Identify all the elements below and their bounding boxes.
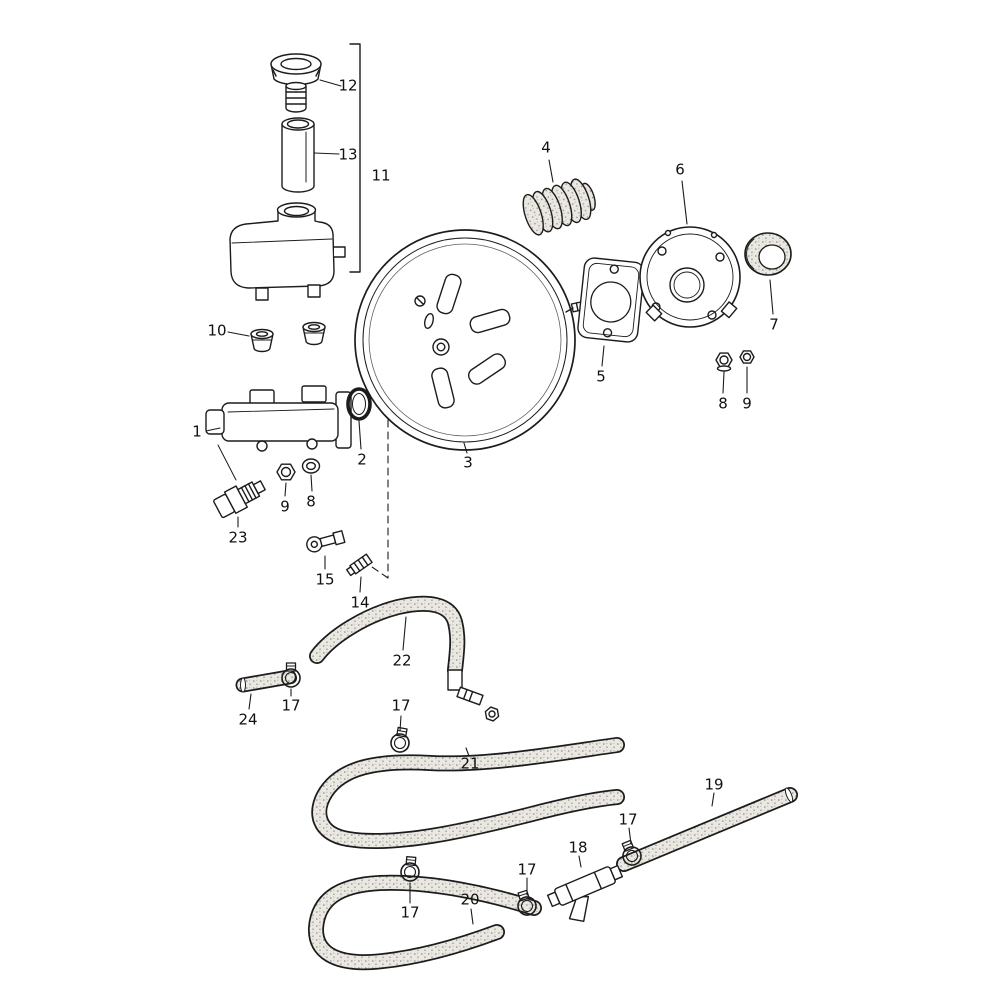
part-8-nut-right [715, 352, 733, 372]
part-14-fitting [346, 553, 373, 577]
part-label-14: 14 [350, 593, 370, 612]
part-label-13: 13 [338, 145, 358, 164]
part-label-2: 2 [357, 450, 367, 469]
part-label-17: 17 [391, 696, 411, 715]
part-7-bushing [744, 232, 792, 276]
part-13-strainer-insert [281, 117, 315, 193]
part-15-banjo-fitting [306, 530, 346, 553]
part-label-17: 17 [618, 810, 638, 829]
bracket-11 [349, 43, 361, 273]
part-10-grommets [250, 321, 326, 353]
part-label-20: 20 [460, 890, 480, 909]
part-20-hose [308, 874, 542, 971]
part-label-8: 8 [718, 394, 728, 413]
part-label-19: 19 [704, 775, 724, 794]
part-9-nut-right [739, 350, 755, 364]
part-label-9: 9 [280, 497, 290, 516]
part-12-reservoir-cap [270, 53, 322, 113]
part-2-o-ring [346, 387, 372, 421]
part-label-17: 17 [517, 860, 537, 879]
part-8-washer-left [301, 458, 321, 474]
part-label-9: 9 [742, 394, 752, 413]
part-label-3: 3 [463, 453, 473, 472]
part-3-brake-booster [354, 229, 602, 451]
part-label-17: 17 [400, 903, 420, 922]
part-label-8: 8 [306, 492, 316, 511]
part-label-5: 5 [596, 367, 606, 386]
part-label-24: 24 [238, 710, 258, 729]
part-label-6: 6 [675, 160, 685, 179]
part-label-12: 12 [338, 76, 358, 95]
part-9-nut-left [276, 463, 296, 481]
part-label-1: 1 [192, 422, 202, 441]
part-18-check-valve [546, 864, 624, 923]
part-5-gasket [577, 257, 645, 343]
part-label-15: 15 [315, 570, 335, 589]
part-19-hose [616, 787, 798, 872]
part-1-master-cylinder [205, 385, 352, 481]
part-label-23: 23 [228, 528, 248, 547]
part-6-adapter-plate [639, 226, 741, 328]
leader-lines [205, 79, 774, 925]
part-label-4: 4 [541, 138, 551, 157]
part-21-hose [311, 737, 625, 849]
part-label-10: 10 [207, 321, 227, 340]
part-label-11: 11 [371, 166, 391, 185]
part-reservoir-tank [229, 202, 346, 301]
tee-fitting [447, 669, 500, 722]
part-label-22: 22 [392, 651, 412, 670]
part-22-hose [309, 595, 466, 678]
part-label-18: 18 [568, 838, 588, 857]
part-label-17: 17 [281, 696, 301, 715]
part-label-21: 21 [460, 754, 480, 773]
part-label-7: 7 [769, 315, 779, 334]
part-23-switch [213, 480, 266, 519]
part-4-boot [522, 178, 596, 236]
part-17-hose-clamp [399, 855, 422, 883]
